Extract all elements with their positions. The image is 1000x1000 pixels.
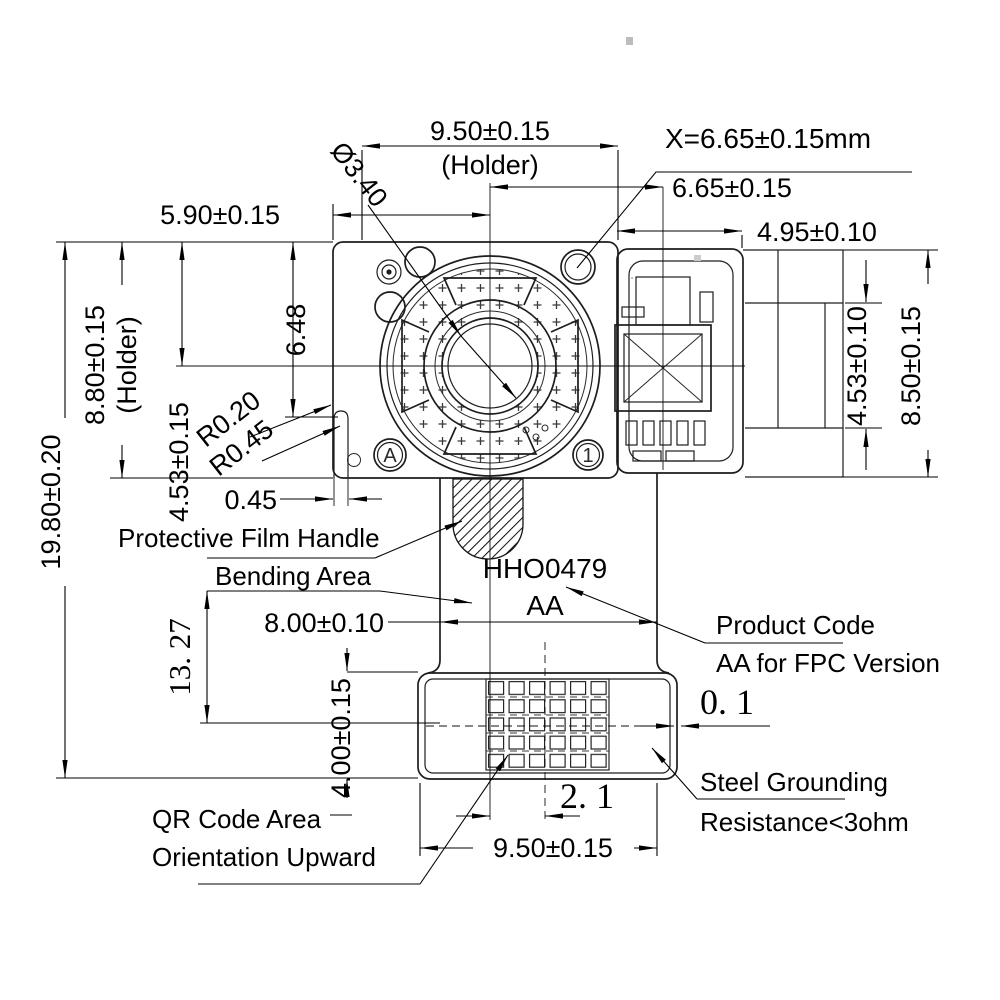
dim-21: 2. 1 [560,776,614,816]
holder-hole-left [374,291,406,323]
dim-495: 4.95±0.10 [757,217,877,247]
dim-400: 4.00±0.15 [326,678,356,798]
label-steel-grounding: Steel Grounding [700,767,888,797]
detail-dot-1 [522,426,530,434]
holder-body [332,241,619,479]
dim-590: 5.90±0.15 [160,200,280,230]
dim-top-width-note: (Holder) [441,150,539,180]
dim-648: 6.48 [281,304,311,357]
fpc-flare-left [427,659,441,674]
qr-grid-dashed-lines [486,696,609,752]
label-resistance: Resistance<3ohm [700,807,909,837]
fiducial-target-outer [376,259,402,285]
fiducial-target-dot [386,269,392,275]
keyhole-slot [333,410,349,478]
holder-hole-topleft [404,246,436,278]
mark-1-circle-inner [575,442,601,468]
dimension-texts: 9.50±0.15 (Holder) Ø3.40 X=6.65±0.15mm 6… [36,116,926,863]
part-product-code: HHO0479 [483,553,608,584]
mark-1-digit: 1 [582,445,593,467]
dim-01: 0. 1 [700,682,754,722]
fiducial-target-mid [381,264,397,280]
bottom-connector-outer [417,672,678,780]
dim-850: 8.50±0.15 [896,306,926,426]
connector-tab-2 [665,450,695,462]
label-protective-film-handle: Protective Film Handle [118,523,380,553]
dim-lens-diameter: Ø3.40 [325,136,394,212]
mark-a-letter: A [383,445,397,467]
flex-extension [743,249,844,478]
dim-1980: 19.80±0.20 [36,435,66,570]
annotation-texts: Protective Film Handle Bending Area HHO0… [118,523,940,872]
dim-800: 8.00±0.10 [264,608,384,638]
mark-a-circle-inner [376,441,404,469]
label-orientation-upward: Orientation Upward [152,842,376,872]
connector-pad-left [621,306,645,318]
holder-hole-topright-inner [564,253,592,281]
connector-block-outer [616,248,744,474]
detail-dot-3 [541,424,549,432]
lens-knurl-texture [393,269,587,463]
connector-pins [625,420,706,446]
protective-film-handle-shape [452,478,524,560]
centerlines [176,183,745,820]
mark-a-circle-outer [373,438,407,472]
dim-x-total: X=6.65±0.15mm [665,123,871,154]
dim-665: 6.65±0.15 [672,173,792,203]
dim-bottom-width: 9.50±0.15 [493,833,613,863]
part-fpc-version: AA [526,590,564,621]
dim-top-width: 9.50±0.15 [430,116,550,146]
label-product-code: Product Code [716,610,875,640]
connector-tab-1 [632,450,662,462]
dimension-graphics [56,143,938,885]
dim-453-right: 4.53±0.10 [842,306,872,426]
qr-code-grid [485,678,610,771]
holder-hole-topright-outer [560,249,596,285]
connector-pad-right [699,291,714,323]
scan-speck-module [694,255,701,261]
detail-dot-2 [532,433,540,441]
label-bending-area: Bending Area [215,561,372,591]
scan-speck-top [626,37,633,45]
connector-block-inner [628,260,734,462]
label-aa-fpc-version: AA for FPC Version [716,648,940,678]
dim-1327: 13. 27 [162,618,197,696]
dim-045: 0.45 [224,485,277,515]
dim-880-note: (Holder) [112,316,142,414]
dim-880: 8.80±0.15 [80,305,110,425]
dim-453-left: 4.53±0.15 [164,402,194,522]
label-qr-code-area: QR Code Area [152,804,322,834]
mark-1-circle-outer [572,439,604,471]
small-hole [347,453,361,467]
fpc-flare-right [656,659,670,674]
